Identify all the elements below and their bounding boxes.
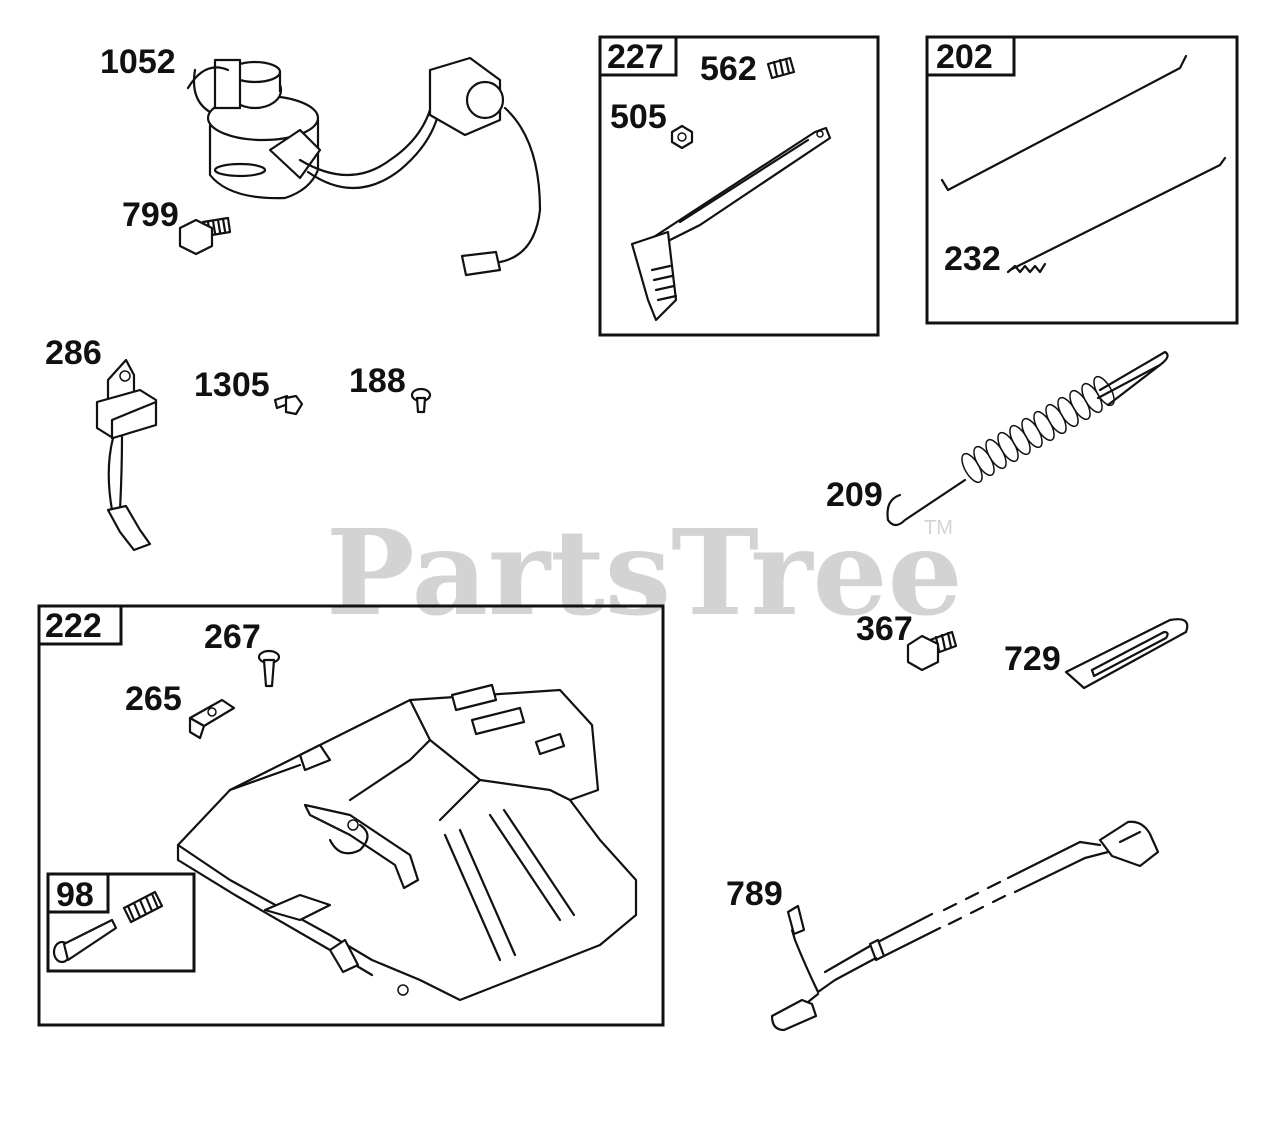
label-562: 562 bbox=[700, 50, 757, 88]
screw-icon[interactable] bbox=[410, 387, 432, 414]
watermark: PartsTree bbox=[326, 503, 963, 642]
box-227-tag bbox=[598, 35, 678, 77]
box-98-tag bbox=[46, 872, 110, 914]
box-222-label: 222 bbox=[45, 607, 102, 645]
label-286: 286 bbox=[45, 334, 102, 372]
box-227 bbox=[598, 35, 880, 337]
nut-icon[interactable] bbox=[670, 124, 694, 150]
box-202 bbox=[925, 35, 1239, 325]
label-729: 729 bbox=[1004, 640, 1061, 678]
strap-icon[interactable] bbox=[1064, 618, 1189, 690]
control-arm-icon[interactable] bbox=[630, 126, 832, 322]
screw-icon[interactable] bbox=[257, 649, 281, 688]
label-367: 367 bbox=[856, 610, 913, 648]
spring-icon[interactable] bbox=[122, 890, 164, 924]
bolt-icon[interactable] bbox=[273, 394, 304, 416]
label-799: 799 bbox=[122, 196, 179, 234]
bolt-icon[interactable] bbox=[178, 216, 232, 256]
box-227-label: 227 bbox=[607, 38, 664, 76]
watermark-trademark: TM bbox=[924, 517, 953, 539]
box-202-label: 202 bbox=[936, 38, 993, 76]
engine-shroud-icon[interactable] bbox=[176, 683, 638, 1002]
spring-icon[interactable] bbox=[1006, 262, 1047, 274]
label-267: 267 bbox=[204, 618, 261, 656]
box-98 bbox=[46, 872, 196, 973]
label-265: 265 bbox=[125, 680, 182, 718]
box-202-tag bbox=[925, 35, 1016, 77]
screw-icon[interactable] bbox=[766, 56, 796, 80]
box-222 bbox=[37, 604, 665, 1027]
label-209: 209 bbox=[826, 476, 883, 514]
extension-spring-icon[interactable] bbox=[886, 350, 1169, 527]
link-rod-icon[interactable] bbox=[940, 54, 1227, 272]
label-188: 188 bbox=[349, 362, 406, 400]
box-222-tag bbox=[37, 604, 123, 646]
label-505: 505 bbox=[610, 98, 667, 136]
box-98-label: 98 bbox=[56, 876, 94, 914]
clip-nut-icon[interactable] bbox=[188, 698, 236, 740]
bolt-icon[interactable] bbox=[906, 630, 958, 672]
solenoid-assembly-icon[interactable] bbox=[186, 56, 542, 277]
ignition-module-icon[interactable] bbox=[95, 358, 158, 552]
label-232: 232 bbox=[944, 240, 1001, 278]
label-1052: 1052 bbox=[100, 43, 176, 81]
spark-plug-wire-icon[interactable] bbox=[770, 820, 1160, 1032]
label-1305: 1305 bbox=[194, 366, 270, 404]
pin-icon[interactable] bbox=[52, 918, 118, 964]
label-789: 789 bbox=[726, 875, 783, 913]
